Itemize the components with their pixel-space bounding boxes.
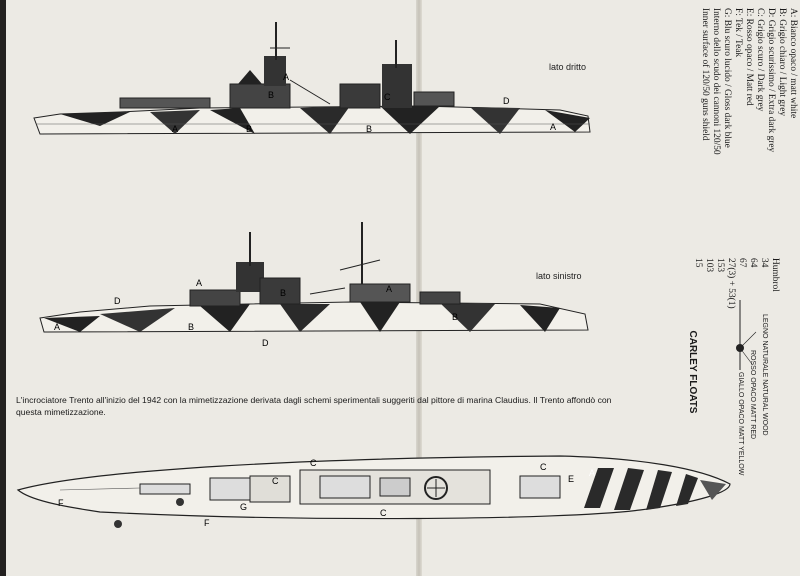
label-E-1: E: [568, 474, 574, 484]
label-A-5: A: [54, 322, 60, 332]
label-B-6: B: [452, 312, 458, 322]
legend-item: C: Grigio scuro / Dark grey: [755, 8, 765, 112]
float-label-matt-yellow: GIALLO OPACO MATT YELLOW: [737, 372, 744, 476]
humbrol-value: 103: [704, 258, 714, 273]
label-A-7: A: [589, 468, 595, 478]
legend-item: F: Tek / Teak: [733, 8, 743, 58]
legend-item: Interno dello scudo dei cannoni 120/50: [711, 8, 721, 155]
starboard-view-label: lato dritto: [549, 62, 587, 72]
label-B-1: B: [268, 90, 274, 100]
label-B-4: B: [188, 322, 194, 332]
label-A-3: A: [550, 122, 556, 132]
label-D-1: D: [503, 96, 510, 106]
carley-floats-title: CARLEY FLOATS: [687, 330, 698, 414]
label-F-1: F: [58, 498, 64, 508]
legend-item: E: Rosso opaco / Matt red: [744, 8, 754, 106]
color-legend: A: Bianco opaco / matt white B: Grigio c…: [668, 8, 798, 238]
label-D-3: D: [262, 338, 269, 348]
label-A-1: A: [283, 72, 289, 82]
float-label-natural-wood: LEGNO NATURALE NATURAL WOOD: [760, 314, 768, 436]
label-G-1: G: [240, 502, 247, 512]
legend-item: A: Bianco opaco / matt white: [788, 8, 798, 119]
label-C-3: C: [380, 508, 387, 518]
label-C-4: C: [540, 462, 547, 472]
label-B-2: B: [246, 124, 252, 134]
label-B-3: B: [366, 124, 372, 134]
label-D-2: D: [114, 296, 121, 306]
port-view-label: lato sinistro: [536, 271, 582, 281]
humbrol-value: 153: [715, 258, 725, 273]
legend-item: G: Blu scuro lucido / Gloss dark blue: [722, 8, 732, 148]
label-F-2: F: [204, 518, 210, 528]
page-fold: [416, 0, 422, 576]
deck-plan: [16, 455, 731, 528]
label-C-5: C: [310, 458, 317, 468]
legend-item: Inner surface of 120/50 guns shield: [700, 8, 710, 141]
label-C-2: C: [272, 476, 279, 486]
legend-item: B: Grigio chiaro / Light grey: [777, 8, 787, 117]
label-B-5: B: [280, 288, 286, 298]
float-label-matt-red: ROSSO OPACO MATT RED: [749, 350, 756, 440]
carley-float-sketch: [736, 300, 757, 370]
port-profile: [39, 222, 589, 333]
label-C-1: C: [384, 92, 391, 102]
legend-item: D: Grigio scurissimo / Extra dark grey: [766, 8, 776, 153]
humbrol-title: Humbrol: [770, 258, 780, 292]
figure-caption: L'incrociatore Trento all'inizio del 194…: [16, 395, 612, 417]
humbrol-value: 27(3) + 53(1): [726, 258, 736, 309]
starboard-profile: [33, 22, 591, 135]
label-A-2: A: [172, 124, 178, 134]
label-A-4: A: [196, 278, 202, 288]
label-A-6: A: [386, 284, 392, 294]
